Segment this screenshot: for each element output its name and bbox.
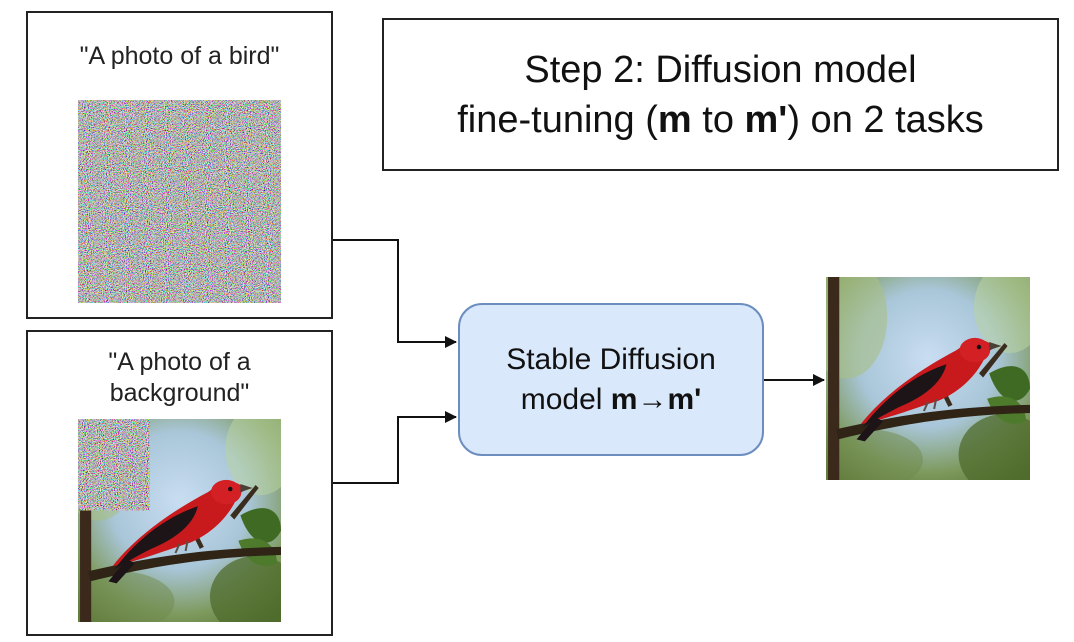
step-title-line2: fine-tuning (m to m') on 2 tasks	[457, 95, 984, 145]
model-transition-label: m→m'	[610, 382, 702, 416]
step-title-line1: Step 2: Diffusion model	[524, 48, 917, 91]
stable-diffusion-model-box: Stable Diffusion model m→m'	[458, 303, 764, 456]
model-symbol-m-prime: m'	[744, 98, 788, 141]
task2-prompt-line1: "A photo of a	[108, 348, 251, 376]
model-box-line1: Stable Diffusion	[506, 342, 716, 376]
model-symbol-m: m	[657, 98, 692, 141]
step-title-mid: to	[691, 98, 745, 141]
noise-image	[78, 100, 281, 303]
task1-prompt: "A photo of a bird"	[79, 42, 280, 70]
step-title-prefix: fine-tuning (	[457, 98, 658, 141]
task1-panel: "A photo of a bird"	[26, 11, 333, 319]
model-box-line2: model m→m'	[521, 380, 702, 420]
masked-bird-image	[78, 419, 281, 622]
task2-prompt-line2: background"	[109, 379, 250, 407]
step-title-suffix: ) on 2 tasks	[787, 98, 984, 141]
step-title-box: Step 2: Diffusion model fine-tuning (m t…	[382, 18, 1059, 171]
arrow-task1-to-model	[333, 239, 457, 348]
model-box-prefix: model	[520, 382, 611, 416]
arrow-task2-to-model	[333, 411, 457, 484]
task2-panel: "A photo of a background"	[26, 330, 333, 636]
